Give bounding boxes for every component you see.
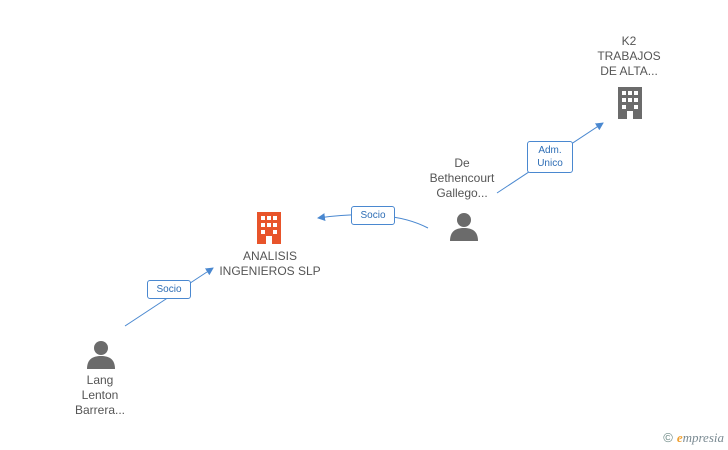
building-icon[interactable] xyxy=(254,210,284,244)
node-lang-line-1: Lang xyxy=(86,373,114,387)
edge-socio-lang-text: Socio xyxy=(156,284,182,295)
brand-name: mpresia xyxy=(682,430,724,445)
node-k2-label[interactable]: K2 TRABAJOS DE ALTA... xyxy=(584,34,674,79)
empresia-logo[interactable]: ©empresia xyxy=(663,430,724,446)
building-icon[interactable] xyxy=(615,85,645,119)
brand-initial: e xyxy=(676,430,683,445)
edge-adm-text: Adm. xyxy=(538,145,562,156)
edge-label-socio-bethencourt: Socio xyxy=(351,206,395,225)
node-bethencourt-line-1: De xyxy=(454,156,470,170)
node-bethencourt-label[interactable]: De Bethencourt Gallego... xyxy=(412,156,512,201)
node-k2-line-1: K2 xyxy=(621,34,637,48)
node-k2-line-2: TRABAJOS xyxy=(597,49,661,63)
person-icon[interactable] xyxy=(86,339,116,369)
person-icon[interactable] xyxy=(449,211,479,241)
node-lang-line-3: Barrera... xyxy=(74,403,125,417)
copyright-icon: © xyxy=(663,430,673,445)
node-k2-line-3: DE ALTA... xyxy=(600,64,658,78)
node-analisis-line-2: INGENIEROS SLP xyxy=(219,264,321,278)
node-bethencourt-line-3: Gallego... xyxy=(436,186,488,200)
edge-label-adm-unico: Adm. Unico xyxy=(527,141,573,173)
edge-socio-bethencourt-text: Socio xyxy=(360,210,386,221)
node-analisis-line-1: ANALISIS xyxy=(242,249,298,263)
node-lang-line-2: Lenton xyxy=(81,388,119,402)
node-lang-label[interactable]: Lang Lenton Barrera... xyxy=(50,373,150,418)
node-bethencourt-line-2: Bethencourt xyxy=(429,171,495,185)
node-analisis-label[interactable]: ANALISIS INGENIEROS SLP xyxy=(200,249,340,279)
edge-label-socio-lang: Socio xyxy=(147,280,191,299)
edge-unico-text: Unico xyxy=(537,158,563,169)
